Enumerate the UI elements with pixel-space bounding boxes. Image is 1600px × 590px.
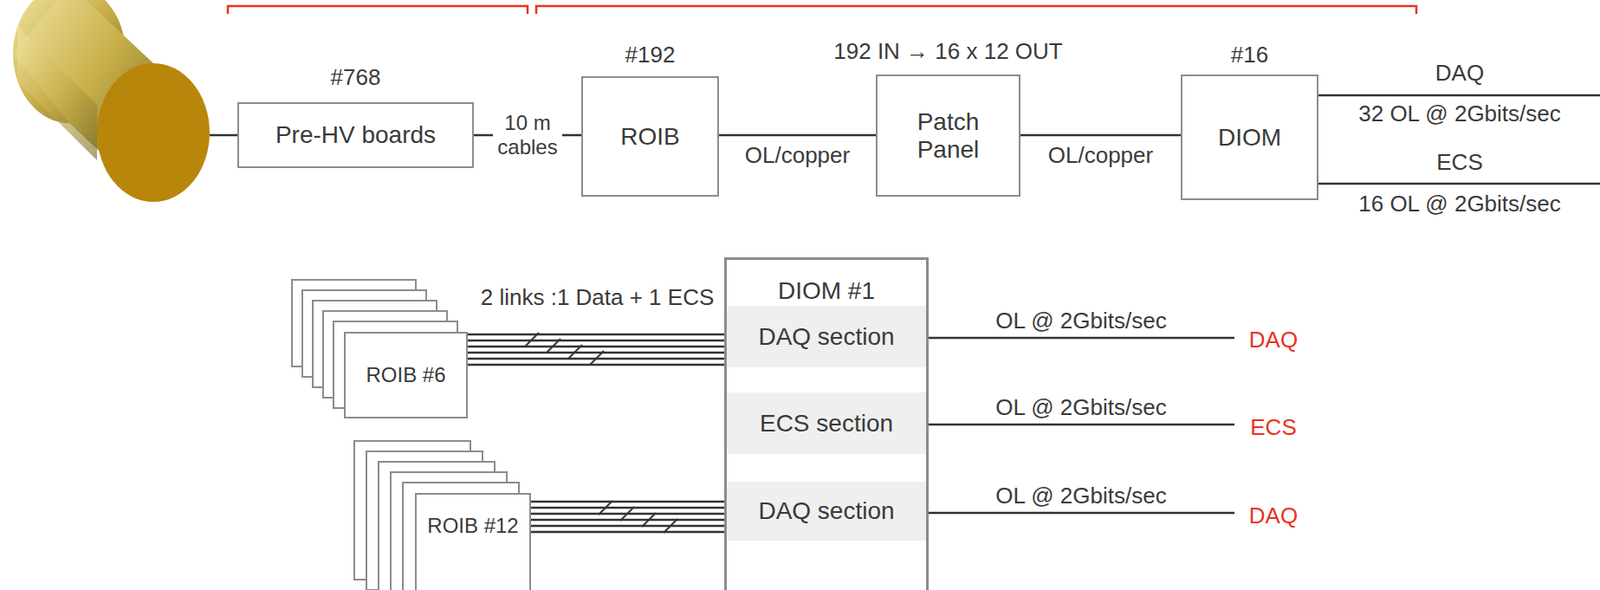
count-label: 192 IN → 16 x 12 OUT — [826, 38, 1069, 65]
link-label: OL @ 2Gbits/sec — [995, 307, 1166, 335]
link-label: 32 OL @ 2Gbits/sec — [1358, 100, 1562, 128]
edge-label: 10 m cables — [492, 110, 563, 159]
box-title: DIOM — [1211, 123, 1289, 152]
destination-label: ECS — [1250, 414, 1296, 441]
edge-label: OL/copper — [744, 142, 850, 169]
link-label: DAQ — [1435, 59, 1484, 87]
section-band: DAQ section — [726, 481, 927, 541]
output-line — [928, 423, 1235, 427]
box-title: Pre-HV boards — [268, 121, 443, 149]
box-title: ROIB #6 — [358, 362, 453, 388]
module-box: DIOM #1DAQ sectionECS sectionDAQ section — [724, 257, 929, 590]
count-label: #16 — [1224, 41, 1276, 69]
box-title: ECS section — [752, 409, 901, 438]
box-title: ROIB — [613, 123, 687, 151]
cable-line — [209, 134, 238, 137]
box-title: DAQ section — [751, 497, 901, 525]
output-line — [1318, 182, 1600, 186]
count-label: #192 — [618, 41, 683, 69]
output-line — [928, 336, 1235, 340]
box-title: DAQ section — [751, 323, 901, 351]
link-label: ECS — [1436, 148, 1483, 176]
bus-slashes — [524, 332, 678, 533]
board-box: 192 IN → 16 x 12 OUTPatch Panel — [875, 74, 1021, 197]
edge-label: 2 links :1 Data + 1 ECS — [480, 284, 715, 311]
connector — [1020, 134, 1181, 137]
bracket — [536, 6, 1417, 14]
board-box: #768Pre-HV boards — [237, 102, 474, 169]
board-box: #192ROIB — [581, 76, 720, 197]
connector — [467, 334, 727, 365]
destination-label: DAQ — [1249, 326, 1298, 354]
board-box: ROIB #6 — [343, 331, 468, 419]
destination-label: DAQ — [1249, 502, 1298, 530]
edge-label: OL/copper — [1048, 142, 1154, 169]
section-band: DAQ section — [726, 305, 927, 368]
count-label: #768 — [323, 64, 389, 91]
output-line — [928, 511, 1235, 515]
bracket — [227, 6, 528, 14]
connector — [531, 501, 727, 532]
output-line — [1318, 94, 1600, 98]
board-box: #16DIOM — [1180, 74, 1319, 201]
box-title: DIOM #1 — [770, 277, 882, 305]
section-band: ECS section — [726, 392, 927, 454]
box-title: ROIB #12 — [420, 513, 525, 538]
link-label: 16 OL @ 2Gbits/sec — [1358, 190, 1562, 218]
link-label: OL @ 2Gbits/sec — [995, 482, 1166, 510]
link-label: OL @ 2Gbits/sec — [995, 394, 1166, 422]
connector — [719, 134, 876, 137]
box-title: Patch Panel — [877, 108, 1019, 164]
board-box: ROIB #12 — [414, 492, 532, 590]
pmt-cylinder — [12, 0, 210, 202]
